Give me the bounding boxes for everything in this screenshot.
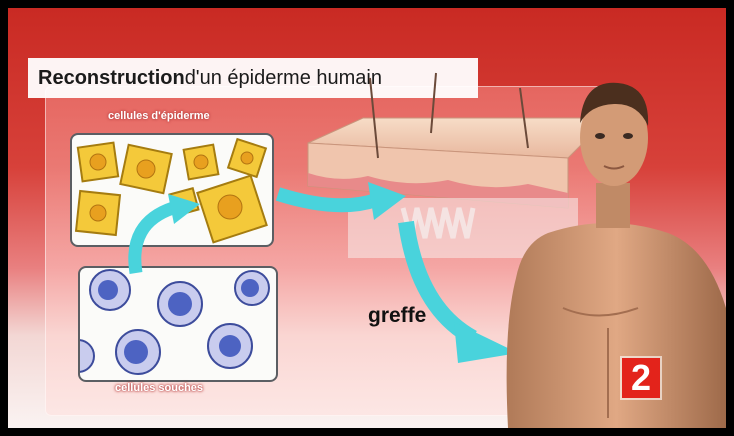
arrow-stem-to-epidermis <box>135 194 200 273</box>
video-frame: Reconstruction d'un épiderme humain cell… <box>8 8 726 428</box>
channel-logo: 2 <box>622 358 660 398</box>
graft-label: greffe <box>368 304 426 328</box>
